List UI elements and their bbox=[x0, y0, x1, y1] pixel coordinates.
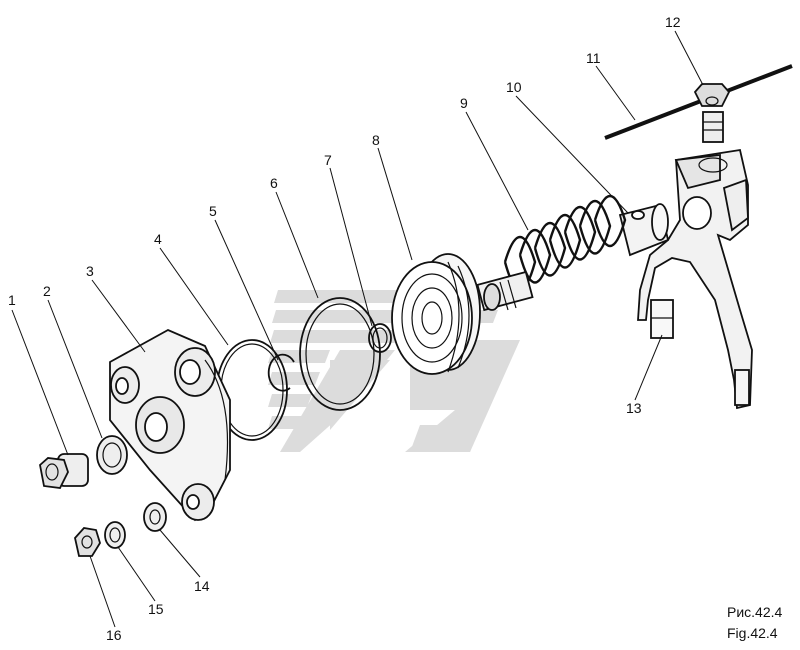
part-label-9: 9 bbox=[460, 95, 468, 111]
washer-2 bbox=[96, 435, 128, 475]
part-label-10: 10 bbox=[506, 79, 522, 95]
shift-rod bbox=[604, 64, 793, 140]
piston-spring bbox=[476, 195, 670, 312]
part-label-14: 14 bbox=[194, 578, 210, 594]
part-label-3: 3 bbox=[86, 263, 94, 279]
part-label-4: 4 bbox=[154, 231, 162, 247]
spring-washer-15 bbox=[104, 521, 126, 549]
snap-ring bbox=[267, 353, 295, 392]
cylinder-cover bbox=[109, 328, 231, 522]
cap-nut bbox=[39, 453, 89, 489]
nut-16 bbox=[74, 527, 101, 557]
part-labels: 1 2 3 4 5 6 7 8 9 10 11 12 13 14 15 16 bbox=[8, 14, 681, 643]
part-label-7: 7 bbox=[324, 152, 332, 168]
shift-fork bbox=[637, 148, 753, 410]
piston-disc bbox=[391, 253, 481, 375]
large-o-ring bbox=[299, 297, 381, 411]
part-label-12: 12 bbox=[665, 14, 681, 30]
part-label-5: 5 bbox=[209, 203, 217, 219]
part-label-15: 15 bbox=[148, 601, 164, 617]
part-label-8: 8 bbox=[372, 132, 380, 148]
part-label-6: 6 bbox=[270, 175, 278, 191]
washer-14 bbox=[143, 502, 167, 532]
part-label-13: 13 bbox=[626, 400, 642, 416]
caption-ru: Рис.42.4 bbox=[727, 604, 783, 620]
lock-bolt bbox=[693, 83, 731, 143]
caption-en: Fig.42.4 bbox=[727, 625, 778, 641]
part-label-11: 11 bbox=[586, 50, 601, 66]
part-label-16: 16 bbox=[106, 627, 122, 643]
part-label-1: 1 bbox=[8, 292, 16, 308]
leader-lines bbox=[11, 30, 704, 628]
part-label-2: 2 bbox=[43, 283, 51, 299]
